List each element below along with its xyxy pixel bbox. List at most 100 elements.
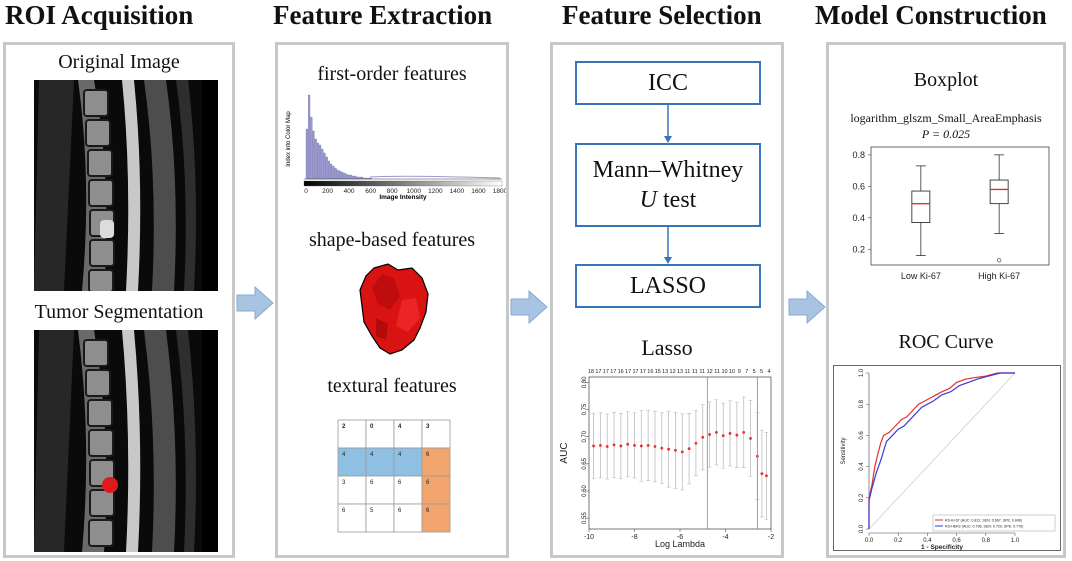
- histogram-x-tick: 1600: [471, 188, 486, 195]
- lasso-top-tick: 13: [662, 369, 668, 375]
- roc-y-tick: 0.2: [859, 493, 865, 502]
- matrix-cell-value: 4: [342, 452, 346, 458]
- lasso-top-tick: 17: [640, 369, 646, 375]
- matrix-cell-value: 4: [370, 452, 374, 458]
- histogram-bar: [319, 144, 322, 180]
- lasso-top-tick: 12: [670, 369, 676, 375]
- lasso-top-tick: 5: [753, 369, 756, 375]
- lasso-y-tick: 0.60: [582, 485, 588, 497]
- lasso-auc-point: [708, 433, 711, 436]
- histogram-bar: [310, 116, 313, 180]
- matrix-cell: [365, 503, 395, 533]
- lasso-y-tick: 0.65: [582, 457, 588, 469]
- roc-ylabel: Sensitivity: [841, 437, 847, 464]
- histogram-x-tick: 1000: [407, 188, 422, 195]
- matrix-cell: [421, 503, 451, 533]
- lasso-auc-point: [660, 446, 664, 450]
- lasso-auc-point: [715, 430, 718, 434]
- histogram-bar: [321, 148, 324, 180]
- tumor-roi-marker: [102, 477, 118, 493]
- lasso-top-tick: 7: [745, 369, 748, 375]
- histogram-bars: [305, 94, 501, 180]
- histogram-bar: [330, 163, 333, 180]
- lasso-x-tick: -8: [631, 534, 637, 541]
- lasso-chart-title: Lasso: [641, 335, 693, 360]
- matrix-cell: [365, 447, 395, 477]
- matrix-cell: [337, 419, 367, 449]
- roc-x-tick: 0.2: [894, 538, 903, 544]
- lasso-auc-point: [721, 434, 725, 438]
- mann-whitney-label: Mann–Whitney: [592, 157, 744, 183]
- roc-x-tick: 1.0: [1011, 538, 1020, 544]
- original-image-label: Original Image: [58, 51, 180, 73]
- roc-x-tick: 0.8: [982, 538, 991, 544]
- lasso-auc-point: [694, 441, 698, 445]
- boxplot-category-label: High Ki-67: [978, 271, 1020, 281]
- boxplot-feature-label: logarithm_glszm_Small_AreaEmphasis: [850, 111, 1042, 125]
- lasso-auc-point: [765, 474, 768, 478]
- lasso-y-tick: 0.80: [582, 376, 588, 388]
- histogram-bar: [305, 128, 308, 180]
- lasso-auc-point: [598, 444, 602, 447]
- matrix-cell: [365, 475, 395, 505]
- lasso-xlabel: Log Lambda: [655, 539, 705, 549]
- matrix-cell-value: 6: [398, 508, 402, 514]
- histogram-xlabel: Image Intensity: [379, 194, 427, 201]
- roc-x-tick: 0.0: [865, 538, 874, 544]
- matrix-cell-value: 6: [426, 452, 430, 458]
- model-construction-panel: Boxplot logarithm_glszm_Small_AreaEmphas…: [826, 42, 1066, 558]
- lasso-top-tick: 16: [647, 369, 653, 375]
- boxplot-box: [911, 190, 931, 223]
- lasso-top-tick: 11: [699, 369, 705, 375]
- tumor-3d-shape: [359, 263, 429, 355]
- lasso-top-tick: 17: [625, 369, 631, 375]
- histogram-x-tick: 600: [365, 188, 376, 195]
- histogram-bar: [334, 167, 337, 180]
- histogram-bar: [314, 138, 317, 180]
- lasso-auc-point: [742, 430, 746, 434]
- matrix-cell-value: 2: [342, 424, 346, 430]
- lasso-auc-point: [701, 435, 705, 439]
- histogram-x-tick: 1800: [493, 188, 506, 195]
- roc-y-tick: 0.0: [859, 524, 865, 533]
- tumor-segmentation-label: Tumor Segmentation: [34, 301, 204, 323]
- first-order-label: first-order features: [317, 63, 467, 85]
- matrix-cell-value: 3: [342, 480, 346, 486]
- u-test-label: U test: [640, 185, 697, 215]
- matrix-cell-value: 5: [370, 508, 374, 514]
- lasso-auc-point: [735, 433, 739, 437]
- lasso-top-tick: 17: [610, 369, 616, 375]
- boxplot-y-tick: 0.4: [852, 213, 865, 223]
- histogram-bar: [338, 170, 341, 180]
- lasso-y-tick: 0.55: [582, 512, 588, 524]
- textural-label: textural features: [327, 375, 457, 397]
- icc-step-label: ICC: [647, 69, 688, 96]
- lasso-auc-point: [667, 447, 671, 451]
- roc-xlabel: 1 - Specificity: [921, 544, 963, 551]
- lasso-auc-point: [674, 448, 677, 452]
- histogram-x-tick: 0: [304, 188, 308, 195]
- lasso-ylabel: AUC: [559, 442, 570, 463]
- lasso-auc-point: [680, 450, 684, 454]
- histogram-bar: [327, 160, 330, 180]
- histogram-x-tick: 400: [344, 188, 355, 195]
- matrix-cell-value: 6: [398, 480, 402, 486]
- roc-y-tick: 0.4: [859, 462, 865, 471]
- u-italic: U: [639, 187, 657, 213]
- mann-whitney-step-box: Mann–Whitney U test: [575, 143, 761, 227]
- histogram-bar: [308, 94, 311, 180]
- lasso-top-tick: 15: [655, 369, 661, 375]
- roi-panel: Original Image: [3, 42, 235, 558]
- matrix-cell-value: 4: [398, 424, 402, 430]
- lasso-auc-point: [592, 444, 595, 448]
- lasso-auc-point: [619, 444, 623, 448]
- lasso-x-tick: -2: [768, 534, 774, 541]
- original-mri-image: [34, 80, 218, 291]
- matrix-cell-value: 6: [370, 480, 374, 486]
- histogram-tail: [369, 175, 501, 179]
